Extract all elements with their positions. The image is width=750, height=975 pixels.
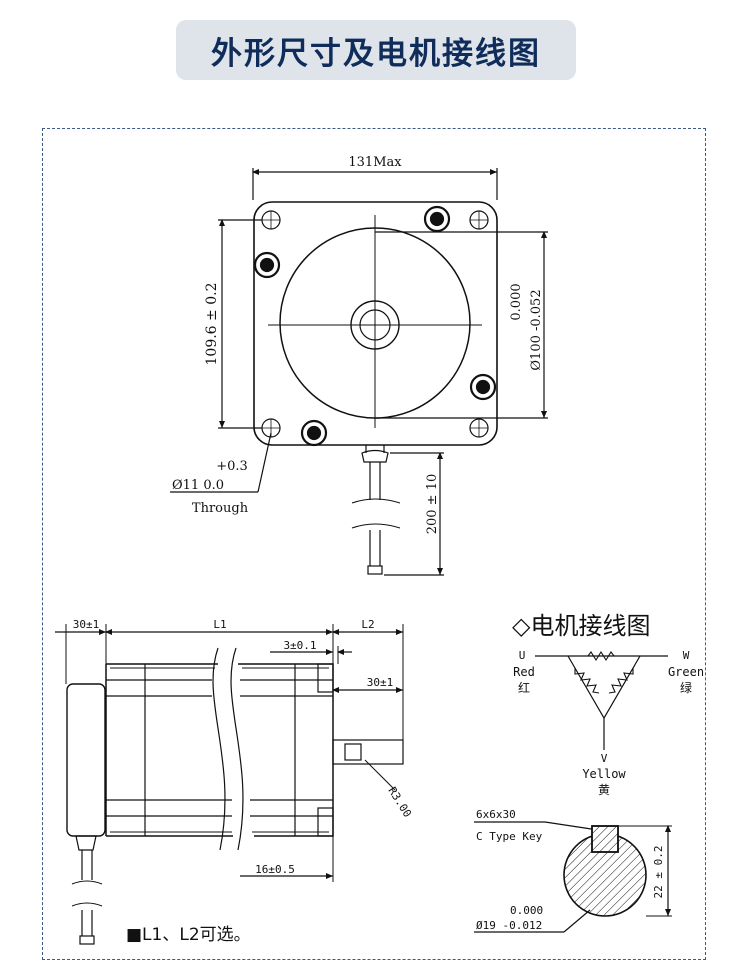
v-color-en: Yellow bbox=[582, 767, 626, 781]
hole-dim-label: Ø11 0.0 bbox=[172, 478, 224, 493]
dim-30-label: 30±1 bbox=[73, 618, 100, 631]
cable-length-label: 200 ± 10 bbox=[425, 474, 440, 535]
key-height-label: 22 ± 0.2 bbox=[652, 846, 665, 899]
height-dim-label: 109.6 ± 0.2 bbox=[204, 283, 220, 366]
w-color-cn: 绿 bbox=[680, 680, 692, 695]
wiring-heading: ◇电机接线图 bbox=[512, 612, 650, 640]
width-dim-label: 131Max bbox=[348, 155, 402, 170]
v-terminal-label: V bbox=[601, 752, 608, 765]
side-view bbox=[55, 624, 404, 945]
key-diam-upper: 0.000 bbox=[510, 904, 543, 917]
u-color-en: Red bbox=[513, 665, 535, 679]
key-diam-label: Ø19 -0.012 bbox=[476, 919, 542, 932]
dim-3-label: 3±0.1 bbox=[283, 639, 316, 652]
title-banner: 外形尺寸及电机接线图 bbox=[176, 20, 576, 80]
front-view bbox=[170, 168, 548, 576]
wiring-diagram bbox=[535, 650, 668, 750]
dim-r3-label: R3.00 bbox=[385, 785, 414, 820]
hole-through-label: Through bbox=[192, 501, 249, 516]
w-terminal-label: W bbox=[683, 649, 690, 662]
u-terminal-label: U bbox=[519, 649, 526, 662]
diameter-upper-tol: 0.000 bbox=[509, 283, 524, 320]
u-color-cn: 红 bbox=[518, 680, 530, 695]
diameter-dim-label: Ø100 -0.052 bbox=[529, 289, 544, 370]
dim-l2-label: L2 bbox=[361, 618, 374, 631]
dim-l1-label: L1 bbox=[213, 618, 226, 631]
w-color-en: Green bbox=[668, 665, 704, 679]
hole-upper-tol: +0.3 bbox=[216, 459, 248, 474]
key-type-label: C Type Key bbox=[476, 830, 543, 843]
v-color-cn: 黄 bbox=[598, 783, 610, 797]
dim-16-label: 16±0.5 bbox=[255, 863, 295, 876]
key-section bbox=[474, 821, 672, 933]
page-title: 外形尺寸及电机接线图 bbox=[211, 35, 541, 72]
key-size-label: 6x6x30 bbox=[476, 808, 516, 821]
drawing-frame bbox=[42, 128, 706, 960]
dim-30b-label: 30±1 bbox=[367, 676, 394, 689]
options-note: ■L1、L2可选。 bbox=[126, 925, 251, 945]
